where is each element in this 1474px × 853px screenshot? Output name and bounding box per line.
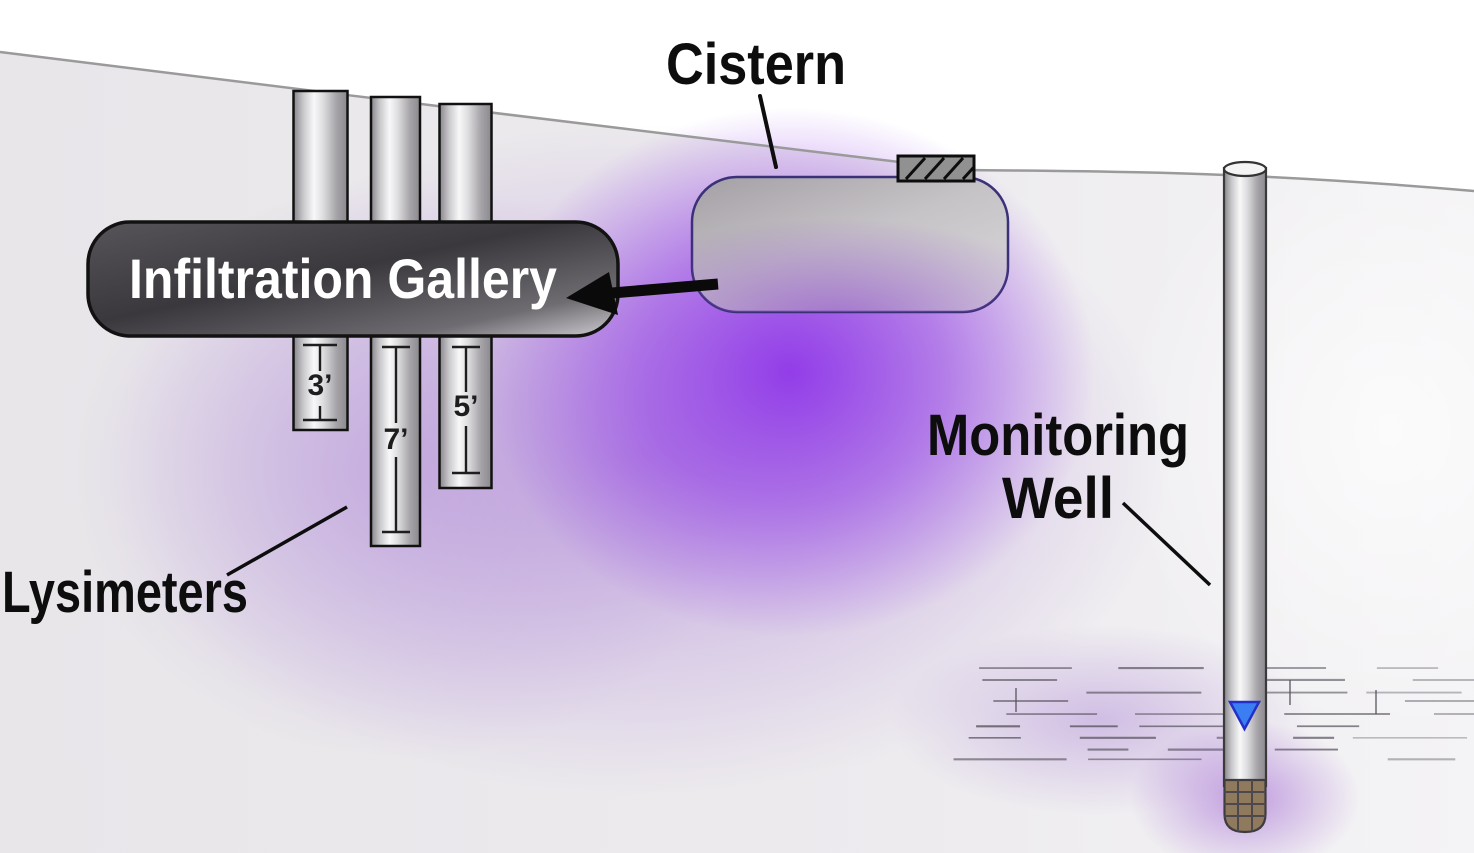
lysimeters-leader-line (226, 505, 348, 577)
cistern-access-hatch (896, 154, 976, 183)
cistern-water-tint (692, 177, 1008, 312)
depth-label-7ft: 7’ (383, 423, 408, 456)
monitoring-well-label-line1: Monitoring (927, 403, 1189, 468)
depth-mark-7ft: 7’ (382, 345, 410, 534)
infiltration-gallery-label: Infiltration Gallery (129, 247, 557, 310)
lysimeters-label: Lysimeters (2, 560, 248, 625)
infiltration-gallery: Infiltration Gallery (86, 220, 620, 338)
infiltration-gallery-body (86, 220, 620, 338)
monitoring-well-label-line2: Well (1002, 466, 1114, 531)
monitoring-well: Monitoring Well (927, 160, 1360, 853)
flow-arrow-head-icon (566, 272, 618, 315)
well-screen (1223, 778, 1267, 834)
water-table-triangle-icon (1227, 700, 1262, 732)
depth-label-5ft: 5’ (453, 390, 478, 423)
well-screen-grid (1224, 780, 1266, 832)
lysimeters-callout: Lysimeters (2, 505, 348, 625)
depth-mark-5ft: 5’ (452, 345, 480, 475)
monitoring-well-leader-line (1121, 501, 1212, 587)
depth-marks: 3’ 7’ 5’ (303, 343, 480, 534)
depth-label-3ft: 3’ (307, 369, 332, 402)
well-casing (1222, 166, 1268, 788)
flow-arrow (566, 272, 719, 315)
cistern-leader-line (758, 94, 778, 169)
well-cap (1222, 160, 1268, 178)
depth-mark-3ft: 3’ (303, 343, 337, 422)
flow-arrow-shaft (611, 278, 719, 299)
cistern: Cistern (666, 32, 1010, 314)
cistern-label: Cistern (666, 32, 846, 97)
